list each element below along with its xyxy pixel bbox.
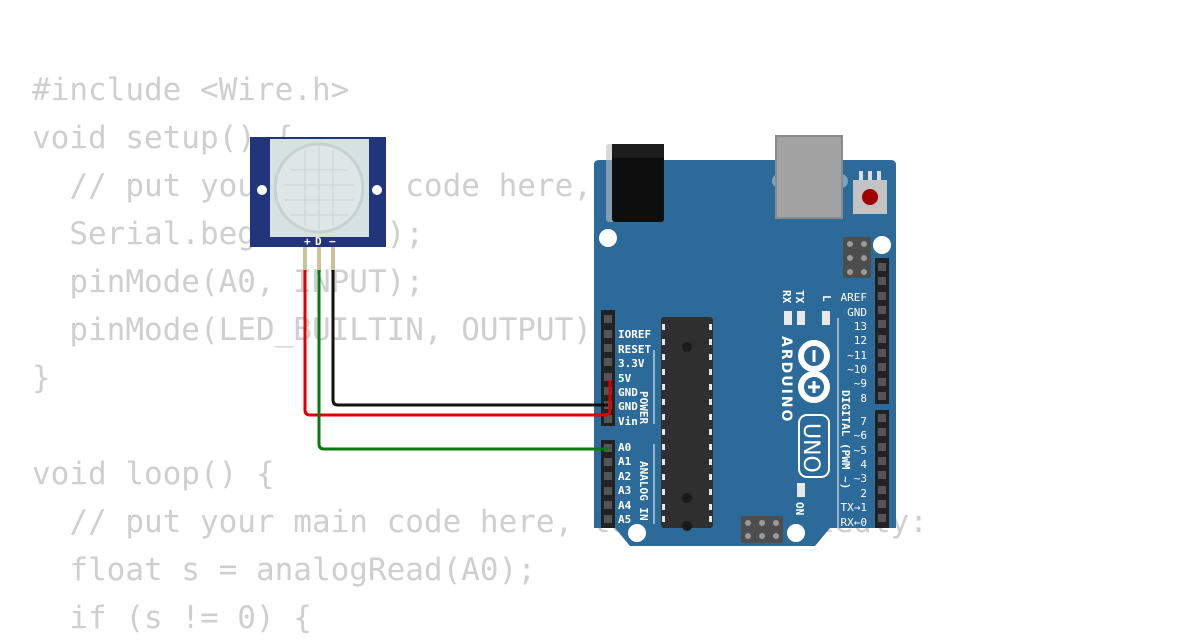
pin-label: 4 — [860, 458, 867, 471]
l-led — [822, 311, 830, 325]
usb-port — [775, 135, 843, 219]
pin-label: ~11 — [847, 349, 867, 362]
pin-label: RX←0 — [841, 516, 868, 529]
wire-signal-green[interactable] — [317, 270, 608, 451]
pin-label: ~6 — [854, 429, 867, 442]
arduino-uno-board[interactable]: IOREF RESET 3.3V 5V GND GND Vin POWER A0… — [594, 135, 896, 546]
code-line: pinMode(LED_BUILTIN, OUTPUT); — [32, 312, 611, 348]
board-brand-label: ARDUINO — [778, 336, 794, 423]
pin-label: GND — [847, 306, 867, 319]
digital-header-top — [875, 258, 889, 404]
pin-label: 3.3V — [618, 357, 645, 370]
pir-pin-minus[interactable] — [331, 247, 335, 272]
code-line: pinMode(A0, INPUT); — [32, 264, 424, 300]
pir-pin-label-d: D — [315, 235, 322, 248]
code-line: #include <Wire.h> — [32, 72, 350, 108]
tx-led — [797, 311, 805, 325]
pin-label: TX→1 — [841, 501, 868, 514]
pin-label: ~10 — [847, 363, 867, 376]
on-led-label: ON — [793, 502, 806, 515]
board-mount-hole — [787, 524, 805, 542]
pir-pin-plus[interactable] — [303, 247, 307, 272]
pir-pin-label-minus: − — [329, 235, 336, 248]
pir-lens-pattern — [284, 146, 354, 230]
pin-label: GND — [618, 400, 638, 413]
analog-section-label: ANALOG IN — [637, 461, 650, 521]
pin-label: AREF — [841, 291, 868, 304]
pin-label: A5 — [618, 513, 631, 526]
pin-label: GND — [618, 386, 638, 399]
pin-label: ~9 — [854, 377, 867, 390]
board-mount-hole — [628, 524, 646, 542]
code-line: float s = analogRead(A0); — [32, 552, 536, 588]
pin-label: RESET — [618, 343, 651, 356]
dc-power-jack — [612, 144, 664, 222]
pir-mount-hole-left — [257, 185, 267, 195]
board-mount-hole — [873, 236, 891, 254]
icsp-header-bottom — [741, 516, 783, 543]
pin-label: Vin — [618, 415, 638, 428]
board-mount-hole — [599, 229, 617, 247]
pin-label: ~5 — [854, 444, 867, 457]
analog-header — [601, 440, 615, 528]
pin-label: A2 — [618, 470, 631, 483]
pin-label: A0 — [618, 441, 631, 454]
tx-led-label: TX — [793, 290, 806, 304]
on-led — [797, 483, 805, 497]
pir-pin-d[interactable] — [317, 247, 321, 272]
board-model-label: UNO — [798, 423, 823, 473]
pin-label: IOREF — [618, 328, 651, 341]
uno-badge — [798, 414, 830, 478]
power-header — [601, 310, 615, 426]
pin-label: 8 — [860, 392, 867, 405]
wire-5v-red[interactable] — [303, 270, 612, 417]
icsp-header — [843, 237, 871, 278]
arduino-infinity-logo-icon — [798, 340, 830, 403]
rx-led — [784, 311, 792, 325]
atmega-chip — [661, 317, 713, 531]
code-line: void loop() { — [32, 456, 275, 492]
code-line: } — [32, 360, 51, 396]
pir-pin-label-plus: + — [304, 235, 311, 248]
digital-section-label: DIGITAL (PWM ~) — [839, 390, 852, 489]
digital-header-bottom — [875, 410, 889, 528]
pin-label: 2 — [860, 487, 867, 500]
pin-label: 7 — [860, 415, 867, 428]
pin-label: 12 — [854, 334, 867, 347]
power-section-label: POWER — [637, 391, 650, 424]
pin-label: A1 — [618, 455, 632, 468]
pin-label: A3 — [618, 484, 631, 497]
pir-mount-hole-right — [372, 185, 382, 195]
pin-label: 5V — [618, 372, 632, 385]
pin-label: A4 — [618, 499, 632, 512]
rx-led-label: RX — [780, 290, 793, 304]
pin-label: 13 — [854, 320, 867, 333]
reset-button[interactable] — [862, 189, 878, 205]
pir-sensor[interactable]: + D − — [250, 137, 386, 272]
wire-gnd-black[interactable] — [331, 270, 608, 407]
l-led-label: L — [820, 295, 833, 302]
pin-label: ~3 — [854, 472, 867, 485]
